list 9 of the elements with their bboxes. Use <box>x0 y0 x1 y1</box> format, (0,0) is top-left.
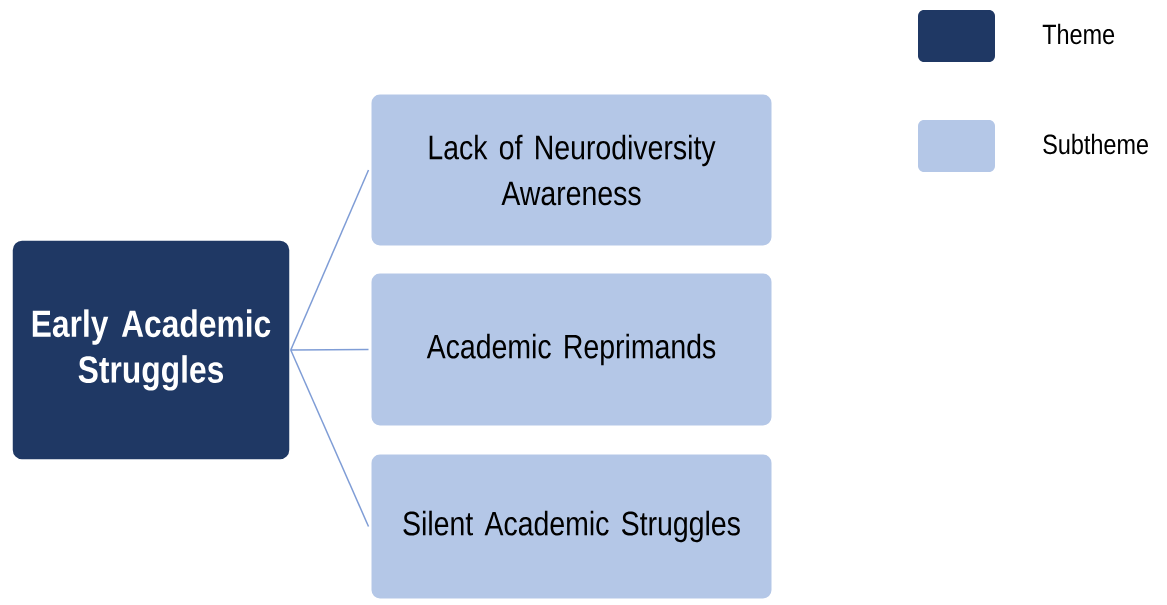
subtheme-box: Academic Reprimands <box>368 270 775 429</box>
connector-line <box>290 169 370 351</box>
legend-label: Theme <box>1042 23 1115 45</box>
subtheme-box: Lack of Neurodiversity Awareness <box>368 91 775 249</box>
legend-label: Subtheme <box>1043 133 1148 155</box>
connector-line <box>290 348 370 351</box>
theme-box: Early Academic Struggles <box>11 239 291 461</box>
subtheme-box: Silent Academic Struggles <box>368 451 775 602</box>
connector-line <box>290 349 370 528</box>
